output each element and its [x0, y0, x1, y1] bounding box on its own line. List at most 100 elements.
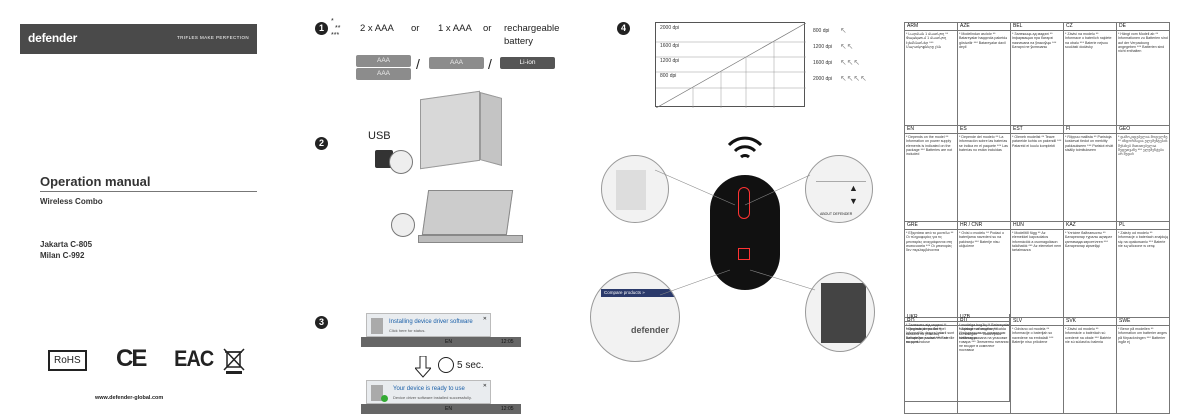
- notification-title: Installing device driver software: [389, 319, 473, 325]
- usb-receiver-icon: [375, 150, 393, 168]
- lang-cell: GRE* Εξαρτάται από το μοντέλο ** Οι πληρ…: [904, 221, 958, 318]
- ce-mark: CE: [116, 345, 147, 372]
- lang-cell: BEL* Залежыць ад мадэлі ** Інфармацыя пр…: [1010, 22, 1064, 126]
- cursor-icon: ↖↖↖↖: [840, 74, 867, 83]
- cursor-icon: ↖: [840, 26, 847, 35]
- store-page-zoom: [805, 272, 875, 352]
- scroll-up-icon: ▲: [849, 183, 858, 193]
- battery-option-1: 2 x AAA: [360, 23, 394, 34]
- step-1-number: 1: [315, 22, 328, 35]
- or-label: or: [411, 23, 420, 34]
- driver-ready-notification[interactable]: Your device is ready to use Device drive…: [366, 380, 491, 404]
- or-label: or: [483, 23, 492, 34]
- usb-port-zoom-icon: [391, 213, 415, 237]
- clock-icon: [438, 357, 454, 373]
- pc-tower-side: [480, 92, 502, 166]
- lang-cell: HR / CNR* Ovisi o modelu ** Podaci o bat…: [957, 221, 1011, 318]
- connector-lines: [654, 169, 816, 296]
- taskbar-2: EN 12:05: [361, 404, 521, 414]
- dpi-legend: 1600 dpi: [813, 60, 833, 66]
- eac-mark: EAC: [174, 346, 214, 371]
- rohs-mark: RoHS: [48, 350, 87, 371]
- usb-device-icon: [371, 385, 383, 401]
- notification-title: Your device is ready to use: [393, 386, 465, 392]
- notification-subtitle: Device driver software installed success…: [393, 395, 472, 400]
- battery-option-3-line2: battery: [504, 36, 534, 47]
- dpi-legend: 2000 dpi: [813, 76, 833, 82]
- weee-bin-icon: [222, 347, 246, 380]
- aaa-battery: AAA: [356, 68, 411, 80]
- taskbar-1: EN 12:05: [361, 337, 521, 347]
- defender-logo: defender: [28, 31, 78, 45]
- cursor-icon: ↖↖: [840, 42, 854, 51]
- lang-cell: SVK* Závisí od modelu ** Informácie o ba…: [1063, 317, 1117, 414]
- close-icon[interactable]: ✕: [482, 316, 487, 322]
- lang-cell: HUN* Modelltől függ ** Az elemekkel kapc…: [1010, 221, 1064, 318]
- website-url: www.defender-global.com: [95, 395, 164, 401]
- dpi-row-label: 2000 dpi: [660, 25, 680, 31]
- dpi-button-icon: [738, 248, 750, 260]
- laptop-screen-icon: [421, 190, 514, 235]
- lang-cell: SWE* Beror på modellen ** Information om…: [1116, 317, 1170, 414]
- close-icon[interactable]: ✕: [482, 383, 487, 389]
- battery-option-2: 1 x AAA: [438, 23, 472, 34]
- driver-installing-notification[interactable]: Installing device driver software Click …: [366, 313, 491, 337]
- language-table: ARM* Լարման 1 մատկող ** Փաթեթում 1 մատկո…: [904, 22, 1170, 414]
- brand-logo: defender: [631, 325, 670, 335]
- usb-device-icon: [371, 318, 383, 334]
- lang-cell: ES* Depende del modelo ** La información…: [957, 125, 1011, 222]
- dpi-legend: 1200 dpi: [813, 44, 833, 50]
- step-3-number: 3: [315, 316, 328, 329]
- web-page-zoom: [601, 155, 669, 223]
- lang-cell: EN* Depends on the model ** Information …: [904, 125, 958, 222]
- lang-cell: SLV* Odvisno od modela ** Informacije o …: [1010, 317, 1064, 414]
- lang-cell: RO* Depinde de model ** Informatiile des…: [904, 317, 958, 414]
- step-2-number: 2: [315, 137, 328, 150]
- step-4-number: 4: [617, 22, 630, 35]
- lang-cell: UZB* modelga bog'liq ** Batareyalar haqi…: [958, 314, 1011, 340]
- battery-footnote-stars: * ** ***: [331, 18, 341, 39]
- lang-cell: PL* Zależy od modelu ** Informacje o bat…: [1116, 221, 1170, 318]
- wireless-signal-icon: [725, 125, 765, 165]
- model-name: Milan C-992: [40, 251, 85, 260]
- lang-cell: KAZ* Үлгісіне байланысты ** Батареялар т…: [1063, 221, 1117, 318]
- model-name: Jakarta C-805: [40, 240, 93, 249]
- dpi-diagram: 2000 dpi 1600 dpi 1200 dpi 800 dpi: [655, 22, 806, 108]
- compare-page-zoom: Compare products » defender: [590, 272, 680, 362]
- manual-subtitle: Wireless Combo: [40, 197, 103, 206]
- lang-cell: AZE* Modelindən asılıdır ** Batareyalar …: [957, 22, 1011, 126]
- pc-tower-icon: [420, 90, 480, 170]
- lang-cell: CZ* Závisí na modelu ** Informace o bate…: [1063, 22, 1117, 126]
- down-arrow-icon: [413, 355, 433, 378]
- language-table-last-row: UKR* Залежить від моделі ** Інформація п…: [904, 314, 1011, 402]
- scroll-down-icon: ▼: [849, 196, 858, 206]
- tagline: TRIFLES MAKE PERFECTION: [177, 35, 249, 40]
- lang-cell: UKR* Залежить від моделі ** Інформація п…: [905, 314, 958, 402]
- lang-cell: ARM* Լարման 1 մատկող ** Փաթեթում 1 մատկո…: [904, 22, 958, 126]
- separator: /: [488, 56, 492, 72]
- dpi-row-label: 800 dpi: [660, 73, 677, 79]
- cover-header: defender TRIFLES MAKE PERFECTION: [20, 24, 257, 54]
- aaa-battery: AAA: [429, 57, 484, 69]
- battery-option-3: rechargeable: [504, 23, 560, 34]
- dpi-row-label: 1600 dpi: [660, 43, 680, 49]
- li-ion-battery: Li-ion: [500, 57, 555, 69]
- laptop-base-icon: [418, 235, 523, 243]
- about-link: ABOUT DEFENDER: [820, 212, 853, 216]
- usb-label: USB: [368, 130, 391, 142]
- lang-cell: FI* Riippuu mallista ** Paristoja koskev…: [1063, 125, 1117, 222]
- cursor-icon: ↖↖↖: [840, 58, 861, 67]
- dpi-row-label: 1200 dpi: [660, 58, 680, 64]
- lang-cell: DE* Hängt vom Modell ab ** Informationen…: [1116, 22, 1170, 126]
- aaa-battery: AAA: [356, 55, 411, 67]
- wait-time: 5 sec.: [457, 360, 484, 371]
- checkmark-icon: [381, 395, 388, 402]
- notification-subtitle: Click here for status.: [389, 328, 426, 333]
- separator: /: [416, 56, 420, 72]
- dpi-legend: 800 dpi: [813, 28, 830, 34]
- lang-cell: GEO* დამოკიდებულია მოდელზე ** ინფორმაცია…: [1116, 125, 1170, 222]
- title-divider: [40, 191, 257, 192]
- manual-title: Operation manual: [40, 174, 151, 189]
- scroll-zoom: ▲ ▼ ABOUT DEFENDER: [805, 155, 873, 223]
- usb-port-zoom-icon: [389, 150, 413, 174]
